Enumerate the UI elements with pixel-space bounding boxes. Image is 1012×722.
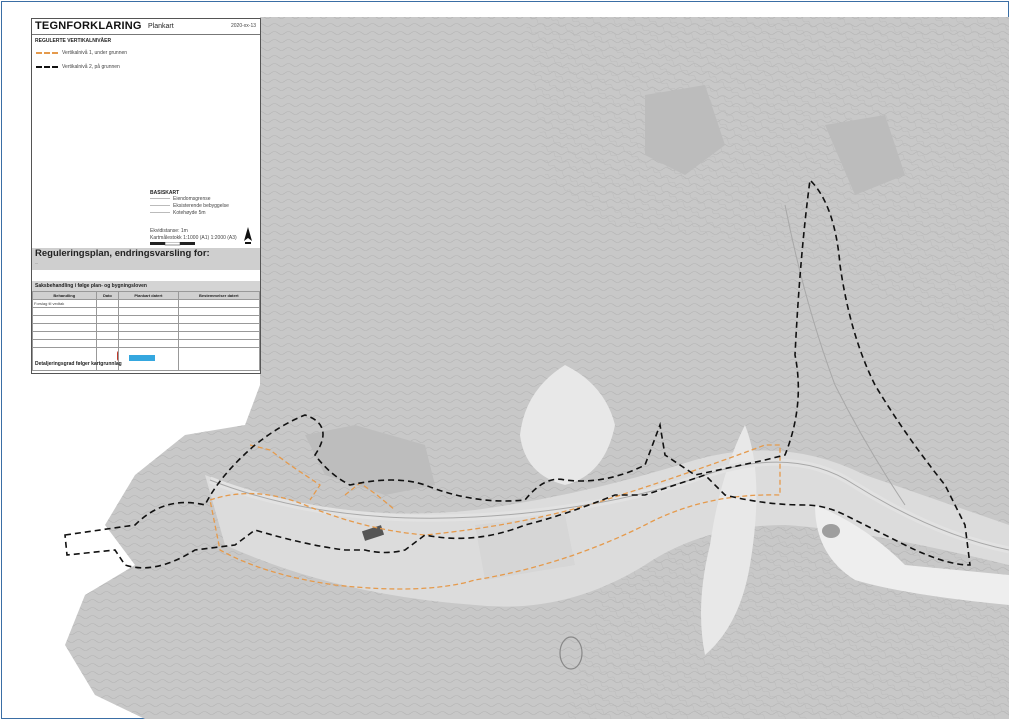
regulation-footer: Detaljeringsgrad følger kartgrunnlag	[35, 361, 122, 367]
table-row	[32, 347, 261, 371]
basiskart-note-1: Ekvidistanse: 1m	[150, 228, 188, 234]
saksbehandling-table: Behandling Dato Plankart datert Bestemme…	[32, 291, 261, 371]
basiskart-swatch-2	[150, 205, 170, 211]
municipal-seal-icon	[116, 351, 118, 361]
regulation-subtitle: ...	[35, 260, 39, 265]
table-cell: Forslag til vedtak	[32, 299, 97, 308]
legend-black-line-symbol	[36, 66, 58, 68]
table-row	[32, 339, 261, 348]
table-row	[32, 323, 261, 332]
regulation-header: Reguleringsplan, endringsvarsling for: .…	[32, 248, 260, 270]
table-header-cell: Dato	[95, 291, 120, 300]
legend-divider	[32, 34, 260, 35]
regulation-heading: Reguleringsplan, endringsvarsling for:	[35, 248, 210, 259]
basiskart-item-1: Eiendomsgrense	[173, 196, 211, 202]
legend-title: TEGNFORKLARING	[35, 20, 142, 32]
basiskart-item-3: Kotehøyde 5m	[173, 210, 206, 216]
table-row	[32, 315, 261, 324]
legend-orange-line-symbol	[36, 52, 58, 54]
regulation-table-title: Saksbehandling i følge plan- og bygnings…	[35, 283, 147, 289]
legend-section-heading: REGULERTE VERTIKALNIVÅER	[35, 38, 112, 44]
north-arrow-icon	[244, 227, 252, 244]
terrain-layer	[65, 17, 1009, 719]
basiskart-swatch-3	[150, 212, 170, 218]
basiskart-swatch-1	[150, 198, 170, 204]
table-cell	[118, 299, 179, 308]
tunnel-outline-layer	[209, 444, 781, 590]
legend-line-label-2: Vertikalnivå 2, på grunnen	[62, 64, 120, 70]
table-row	[32, 307, 261, 316]
legend-plankart-label: Plankart	[148, 23, 174, 30]
table-header-cell: Bestemmelser datert	[177, 291, 261, 300]
table-header-cell: Behandling	[32, 291, 97, 300]
table-cell	[95, 299, 120, 308]
legend-line-label-1: Vertikalnivå 1, under grunnen	[62, 50, 128, 56]
table-row	[32, 331, 261, 340]
agency-logo-icon	[129, 355, 156, 361]
plan-map[interactable]	[5, 5, 1009, 719]
basiskart-note-2: Kartmålestokk 1:1000 (A1) 1:2000 (A3)	[150, 235, 237, 241]
regulation-table-title-bar: Saksbehandling i følge plan- og bygnings…	[32, 281, 260, 291]
legend-panel: TEGNFORKLARING Plankart 2020-xx-13 REGUL…	[31, 18, 261, 374]
legend-date: 2020-xx-13	[230, 23, 256, 29]
basiskart-item-2: Eksisterende bebyggelse	[173, 203, 229, 209]
table-row: Forslag til vedtak	[32, 299, 261, 308]
table-cell	[177, 299, 261, 308]
basiskart-heading: BASISKART	[150, 190, 180, 196]
plan-boundary-layer	[64, 178, 971, 569]
table-header-row: Behandling Dato Plankart datert Bestemme…	[32, 291, 261, 300]
table-header-cell: Plankart datert	[118, 291, 179, 300]
scale-bar	[150, 242, 195, 246]
